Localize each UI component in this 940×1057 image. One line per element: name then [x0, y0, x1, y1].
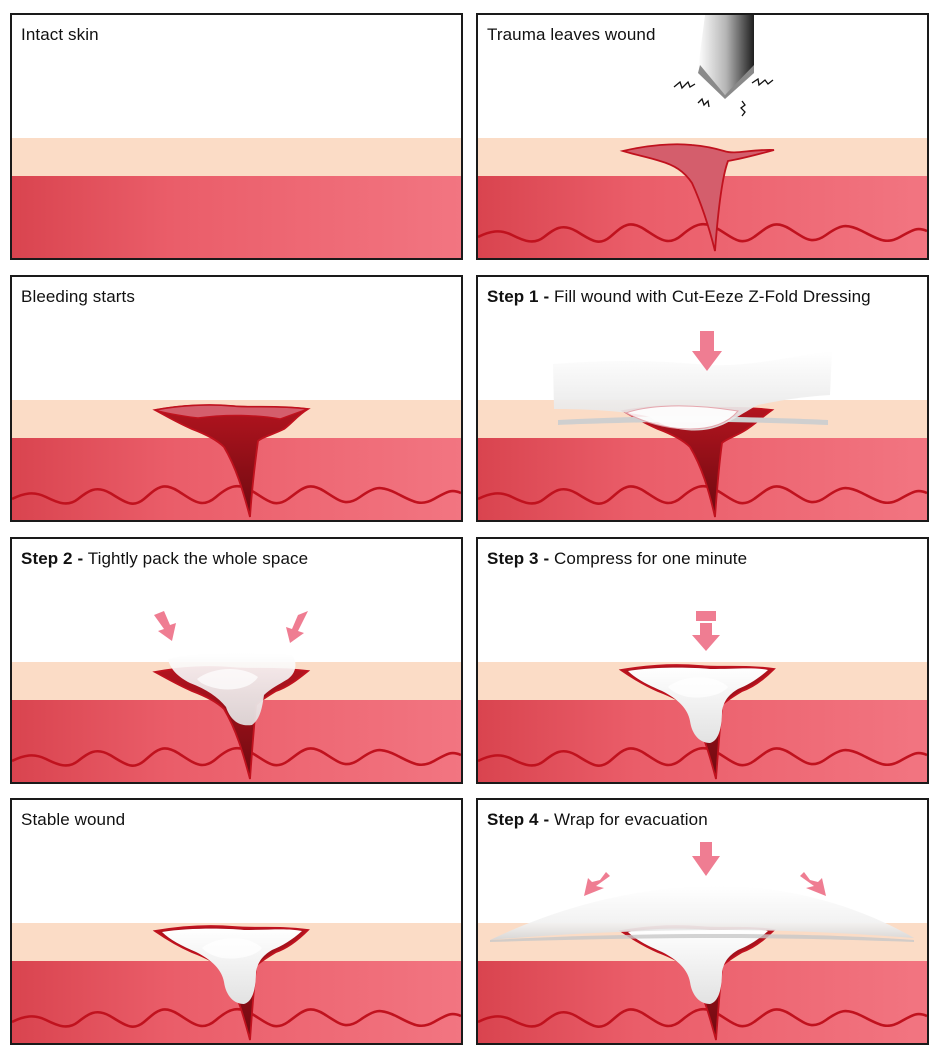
panel-step4: Step 4 - Wrap for evacuation — [476, 798, 929, 1045]
epidermis-layer — [12, 138, 461, 176]
blood-vessel — [12, 746, 461, 767]
impact-mark-icon — [751, 77, 774, 87]
step2-illustration — [12, 611, 461, 782]
packed-dressing — [628, 928, 768, 1004]
step4-illustration — [478, 842, 927, 1043]
blade-icon — [698, 15, 754, 95]
blood-vessel — [478, 484, 927, 505]
wrap-shadow — [490, 934, 914, 942]
step1-illustration — [478, 331, 927, 520]
panel-caption: Step 3 - Compress for one minute — [487, 549, 748, 568]
panel-caption: Bleeding starts — [21, 287, 135, 306]
packed-dressing — [162, 928, 302, 1004]
dressing-fold — [202, 938, 262, 959]
skin-illustration — [12, 138, 461, 258]
panel-step3: Step 3 - Compress for one minute — [476, 537, 929, 784]
panel-caption: Step 1 - Fill wound with Cut-Eeze Z-Fold… — [487, 287, 871, 306]
blood-vessel — [478, 1007, 927, 1028]
blood-vessel — [12, 484, 461, 505]
dressing-fold — [197, 668, 258, 690]
z-fold-dressing — [553, 351, 832, 431]
panel-caption: Intact skin — [21, 25, 99, 44]
arrow-down-right-icon — [800, 872, 826, 896]
blade-edge — [698, 65, 754, 99]
packed-dressing — [628, 667, 768, 743]
impact-mark-icon — [673, 80, 696, 90]
dressing-fold — [668, 677, 728, 698]
dermis-layer — [12, 176, 461, 258]
panel-caption: Stable wound — [21, 810, 126, 829]
panel-intact-skin: Intact skin — [10, 13, 463, 260]
step3-illustration — [478, 611, 927, 782]
wound — [619, 143, 775, 252]
evacuation-wrap — [490, 886, 914, 940]
bleeding-illustration — [12, 400, 461, 520]
panel-trauma: Trauma leaves wound — [476, 13, 929, 260]
arrow-down-icon — [692, 842, 720, 876]
panel-caption: Step 2 - Tightly pack the whole space — [21, 549, 309, 568]
arrow-down-icon — [692, 331, 722, 371]
panel-step2: Step 2 - Tightly pack the whole space — [10, 537, 463, 784]
arrow-down-right-icon — [154, 611, 176, 641]
impact-mark-icon — [697, 97, 710, 108]
dressing-fold — [624, 405, 739, 430]
compress-bar — [696, 611, 716, 621]
blood-vessel — [478, 746, 927, 767]
arrow-down-left-icon — [286, 611, 308, 643]
panel-bleeding: Bleeding starts — [10, 275, 463, 522]
stable-illustration — [12, 923, 461, 1043]
arrow-down-left-icon — [584, 872, 610, 896]
impact-mark-icon — [740, 100, 746, 117]
panel-caption: Trauma leaves wound — [487, 25, 656, 44]
trauma-illustration — [478, 15, 927, 258]
panel-stable: Stable wound — [10, 798, 463, 1045]
panel-step1: Step 1 - Fill wound with Cut-Eeze Z-Fold… — [476, 275, 929, 522]
arrow-down-icon — [692, 623, 720, 651]
panel-caption: Step 4 - Wrap for evacuation — [487, 810, 708, 829]
blood-vessel — [12, 1007, 461, 1028]
blood-vessel — [478, 222, 927, 243]
wound-rim — [154, 404, 309, 420]
